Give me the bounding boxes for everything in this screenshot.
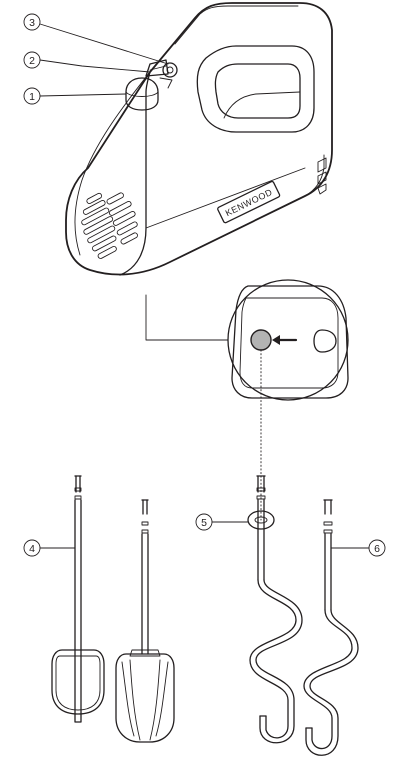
dough-hook-plain [303, 499, 359, 756]
callout-6: 6 [330, 539, 386, 557]
mixer-body: KENWOOD [65, 2, 333, 276]
dough-hook-with-collar [247, 475, 303, 744]
beater-right [115, 499, 175, 743]
svg-text:5: 5 [201, 517, 207, 529]
svg-text:6: 6 [374, 543, 380, 555]
svg-text:3: 3 [29, 17, 35, 29]
svg-text:1: 1 [29, 91, 35, 103]
brand-badge: KENWOOD [217, 180, 281, 224]
callout-4: 4 [23, 539, 76, 557]
callout-1: 1 [23, 87, 127, 105]
callout-3: 3 [23, 13, 169, 65]
collar [247, 510, 275, 530]
top-vents [317, 157, 327, 195]
eject-button-highlight [250, 329, 272, 351]
controls [125, 59, 178, 111]
callout-5: 5 [195, 513, 249, 531]
svg-text:2: 2 [29, 55, 35, 67]
rear-vent-grille [81, 192, 138, 259]
callout-2: 2 [23, 51, 151, 73]
svg-text:4: 4 [29, 543, 35, 555]
zoom-detail [145, 279, 349, 521]
beater-left [51, 475, 105, 723]
